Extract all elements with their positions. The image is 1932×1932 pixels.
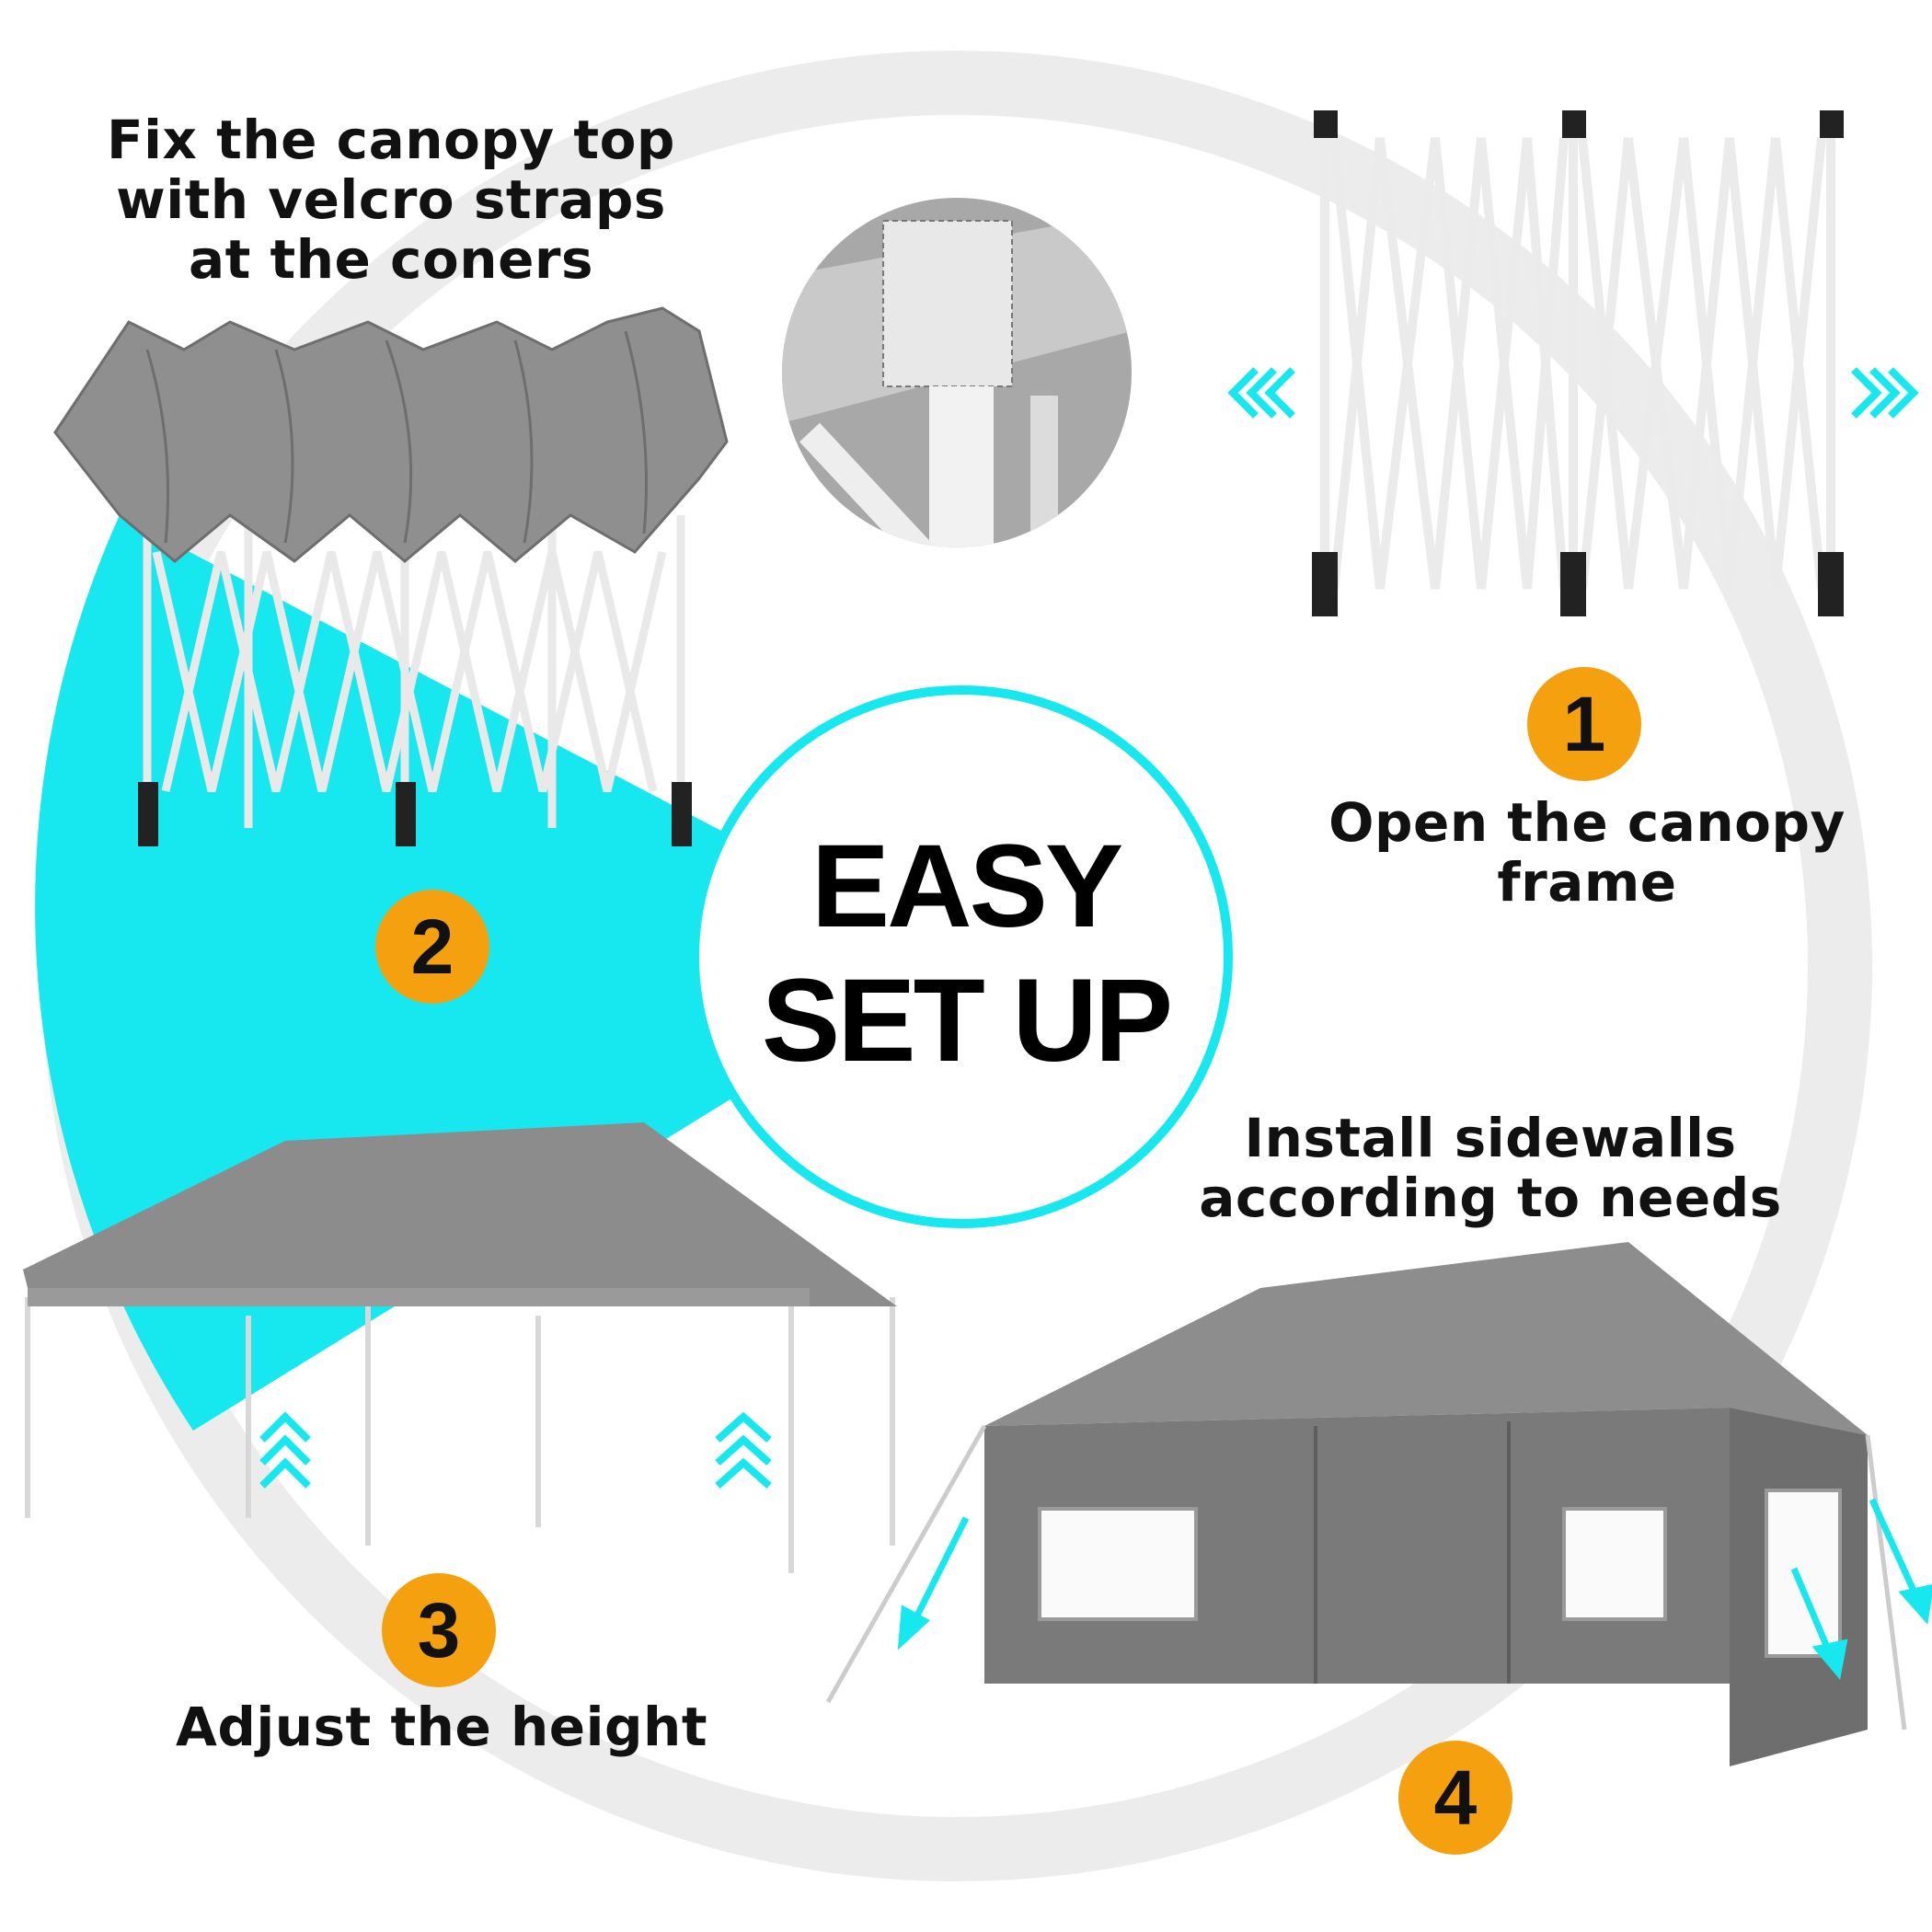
step-2-line-3: at the coners <box>188 227 594 291</box>
step-2-caption: Fix the canopy top with velcro straps at… <box>92 110 690 290</box>
step-2-line-2: with velcro straps <box>116 167 666 231</box>
step-1-caption: Open the canopy frame <box>1288 793 1886 913</box>
step-4-line-1: Install sidewalls <box>1244 1107 1737 1169</box>
chevron-right-icon <box>1851 367 1919 419</box>
chevron-left-icon <box>1227 367 1295 419</box>
arrow-down-icon <box>897 1498 1932 1680</box>
headline-circle <box>690 685 1233 1228</box>
chevron-up-icon <box>259 1411 311 1489</box>
step-4-line-2: according to needs <box>1199 1166 1782 1229</box>
step-1-badge: 1 <box>1527 667 1641 781</box>
step-4-badge: 4 <box>1398 1741 1512 1855</box>
chevron-up-icon <box>715 1411 772 1489</box>
step-4-caption: Install sidewalls according to needs <box>1168 1109 1812 1228</box>
step-1-line-2: frame <box>1497 850 1677 914</box>
step-2-line-1: Fix the canopy top <box>107 109 675 171</box>
step-1-line-1: Open the canopy <box>1328 791 1846 854</box>
step-3-caption: Adjust the height <box>156 1697 727 1757</box>
step-2-badge: 2 <box>375 890 489 1004</box>
step-3-line-1: Adjust the height <box>175 1696 708 1758</box>
headline-line-1: EASY <box>811 821 1124 952</box>
easy-setup-headline: EASY SET UP <box>708 828 1224 1080</box>
headline-line-2: SET UP <box>761 955 1173 1087</box>
step-3-badge: 3 <box>382 1573 496 1687</box>
